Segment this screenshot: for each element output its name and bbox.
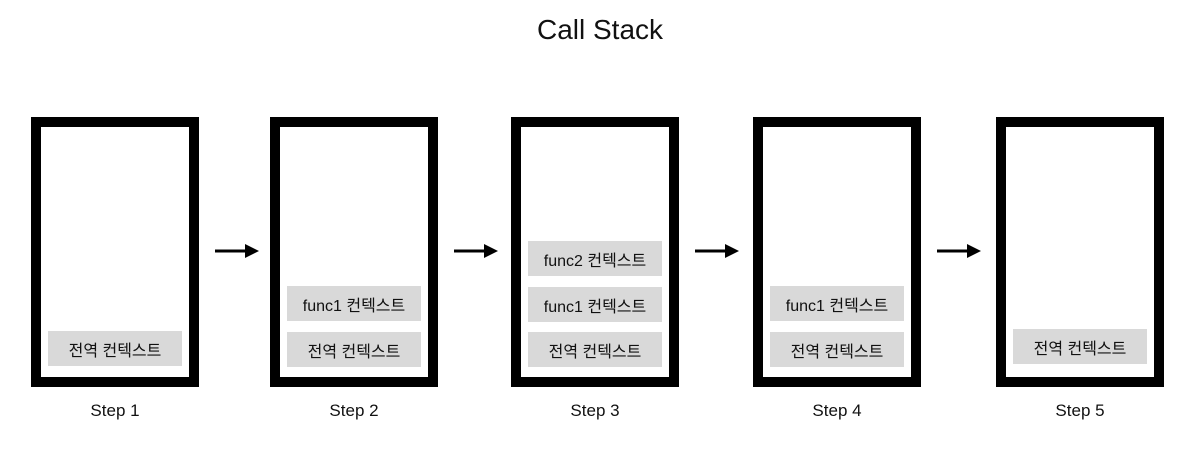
- step-label-2: Step 2: [329, 401, 379, 420]
- call-stack-step-5: 전역 컨텍스트: [996, 117, 1164, 387]
- stack-frame-global: 전역 컨텍스트: [287, 332, 421, 367]
- stack-frame-func1: func1 컨텍스트: [528, 287, 662, 322]
- step-label-1: Step 1: [90, 401, 140, 420]
- stack-frame-func2: func2 컨텍스트: [528, 241, 662, 276]
- step-label-4: Step 4: [812, 401, 862, 420]
- diagram-title: Call Stack: [536, 14, 664, 45]
- call-stack-step-3: func2 컨텍스트 func1 컨텍스트 전역 컨텍스트: [511, 117, 679, 387]
- call-stack-step-4: func1 컨텍스트 전역 컨텍스트: [753, 117, 921, 387]
- stack-frame-global: 전역 컨텍스트: [770, 332, 904, 367]
- stack-frame-func1: func1 컨텍스트: [287, 286, 421, 321]
- call-stack-step-1: 전역 컨텍스트: [31, 117, 199, 387]
- arrow-right-icon: [454, 244, 498, 258]
- step-label-5: Step 5: [1055, 401, 1105, 420]
- arrow-right-icon: [215, 244, 259, 258]
- stack-frame-global: 전역 컨텍스트: [528, 332, 662, 367]
- stack-frame-func1: func1 컨텍스트: [770, 286, 904, 321]
- stack-frame-global: 전역 컨텍스트: [48, 331, 182, 366]
- arrow-right-icon: [695, 244, 739, 258]
- stack-frame-global: 전역 컨텍스트: [1013, 329, 1147, 364]
- step-label-3: Step 3: [570, 401, 620, 420]
- arrow-right-icon: [937, 244, 981, 258]
- call-stack-step-2: func1 컨텍스트 전역 컨텍스트: [270, 117, 438, 387]
